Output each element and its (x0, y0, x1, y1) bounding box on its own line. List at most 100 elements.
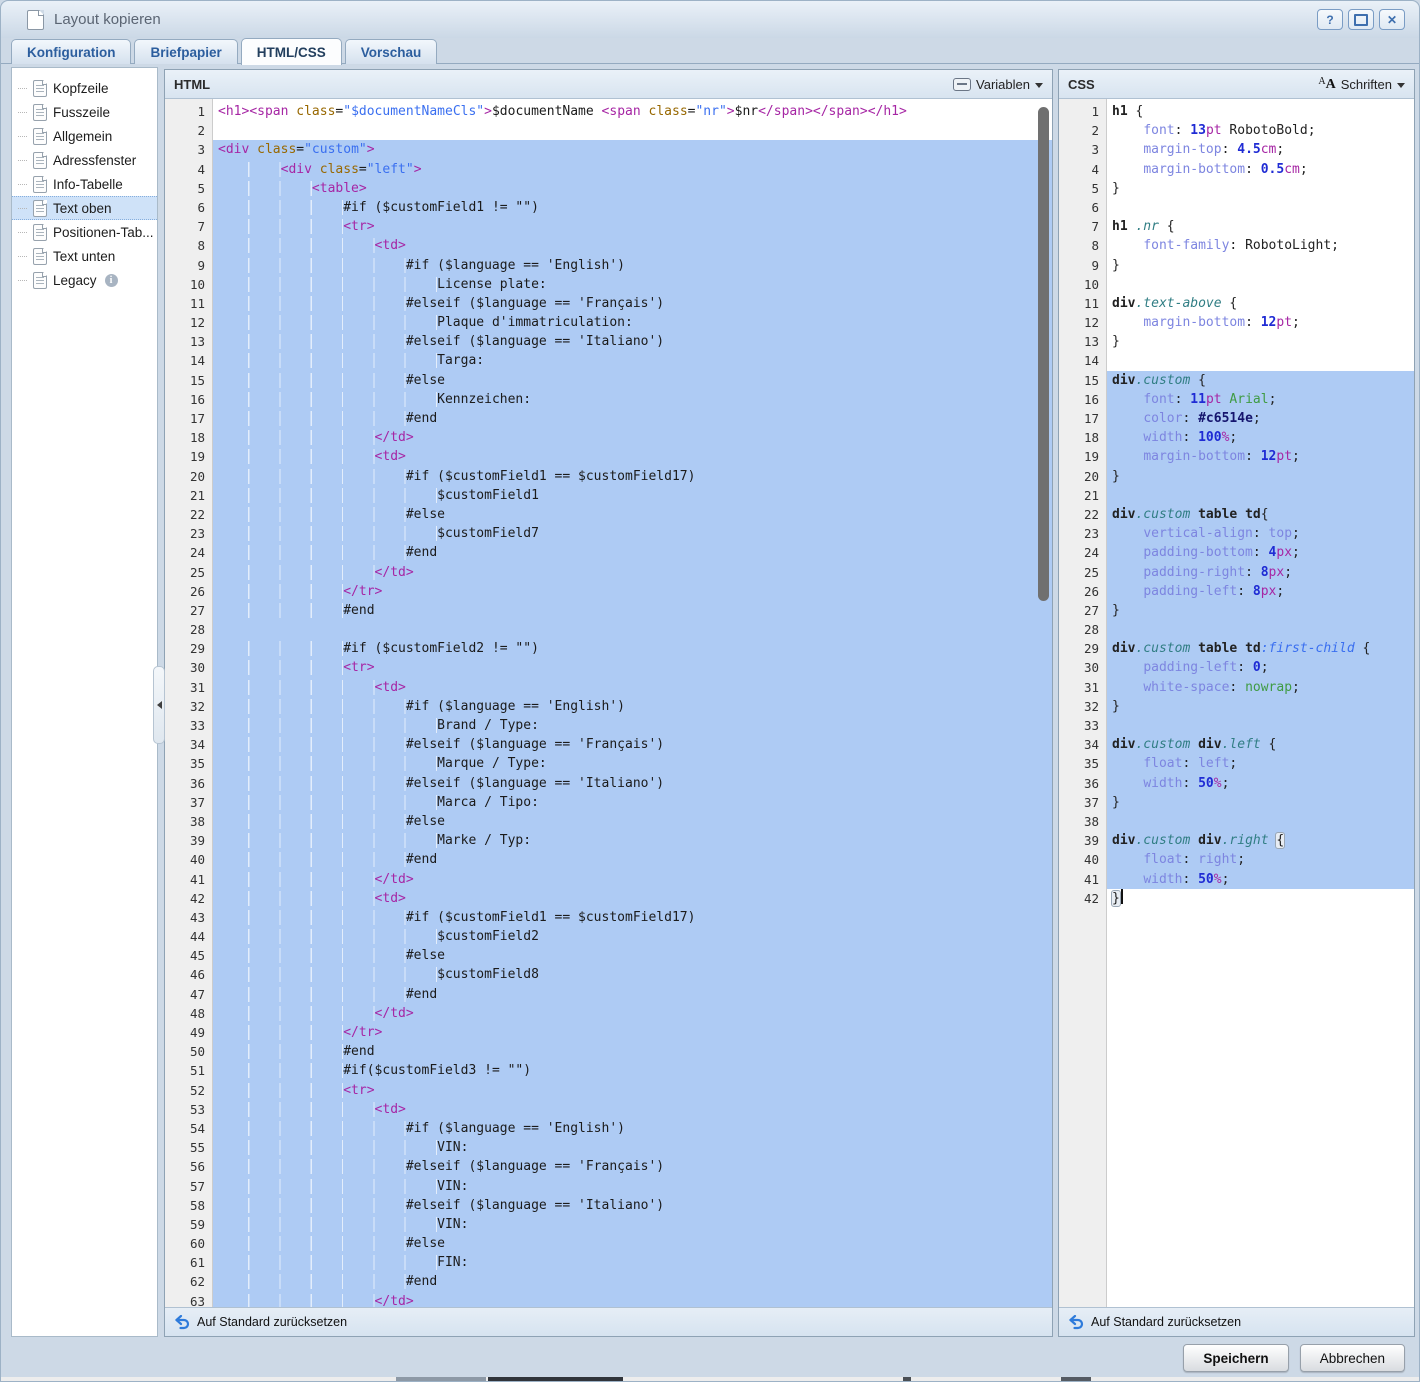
code-line[interactable]: #else (213, 505, 1052, 524)
tab-vorschau[interactable]: Vorschau (345, 39, 438, 64)
code-line[interactable]: margin-bottom: 12pt; (1107, 313, 1414, 332)
code-line[interactable]: float: right; (1107, 850, 1414, 869)
code-line[interactable]: } (1107, 467, 1414, 486)
code-line[interactable]: <tr> (213, 658, 1052, 677)
code-line[interactable]: color: #c6514e; (1107, 409, 1414, 428)
code-line[interactable]: } (1107, 697, 1414, 716)
code-line[interactable]: #end (213, 601, 1052, 620)
code-line[interactable] (213, 121, 1052, 140)
code-line[interactable]: $customField8 (213, 965, 1052, 984)
code-line[interactable]: margin-bottom: 0.5cm; (1107, 160, 1414, 179)
code-line[interactable]: <td> (213, 889, 1052, 908)
code-line[interactable]: #else (213, 946, 1052, 965)
variables-dropdown-button[interactable]: Variablen (953, 77, 1043, 92)
code-line[interactable]: div.custom table td:first-child { (1107, 639, 1414, 658)
code-line[interactable]: #if ($language == 'English') (213, 697, 1052, 716)
html-code-editor[interactable]: <h1><span class="$documentNameCls">$docu… (213, 99, 1052, 1307)
code-line[interactable]: width: 50%; (1107, 870, 1414, 889)
code-line[interactable]: #elseif ($language == 'Italiano') (213, 332, 1052, 351)
code-line[interactable]: } (1107, 793, 1414, 812)
code-line[interactable] (213, 620, 1052, 639)
sidebar-item-fusszeile[interactable]: Fusszeile (12, 100, 157, 124)
code-line[interactable]: <td> (213, 1100, 1052, 1119)
sidebar-item-text-oben[interactable]: Text oben (12, 196, 157, 220)
code-line[interactable]: <div class="custom"> (213, 140, 1052, 159)
code-line[interactable] (1107, 716, 1414, 735)
vertical-scrollbar-thumb[interactable] (1038, 107, 1049, 601)
code-line[interactable]: padding-left: 8px; (1107, 582, 1414, 601)
code-line[interactable]: </tr> (213, 582, 1052, 601)
code-line[interactable]: <table> (213, 179, 1052, 198)
save-button[interactable]: Speichern (1183, 1344, 1288, 1372)
code-line[interactable]: } (1107, 601, 1414, 620)
code-line[interactable]: padding-left: 0; (1107, 658, 1414, 677)
code-line[interactable]: FIN: (213, 1253, 1052, 1272)
code-line[interactable] (1107, 198, 1414, 217)
code-line[interactable]: #if($customField3 != "") (213, 1061, 1052, 1080)
code-line[interactable]: #else (213, 371, 1052, 390)
code-line[interactable]: h1 .nr { (1107, 217, 1414, 236)
code-line[interactable]: $customField1 (213, 486, 1052, 505)
code-line[interactable]: <div class="left"> (213, 160, 1052, 179)
code-line[interactable]: float: left; (1107, 754, 1414, 773)
code-line[interactable]: div.custom table td{ (1107, 505, 1414, 524)
code-line[interactable]: </td> (213, 1292, 1052, 1307)
help-button[interactable]: ? (1317, 9, 1343, 30)
css-reset-default-link[interactable]: Auf Standard zurücksetzen (1091, 1315, 1241, 1329)
code-line[interactable]: #if ($customField1 == $customField17) (213, 908, 1052, 927)
code-line[interactable]: #if ($customField2 != "") (213, 639, 1052, 658)
sidebar-item-adressfenster[interactable]: Adressfenster (12, 148, 157, 172)
code-line[interactable]: h1 { (1107, 102, 1414, 121)
code-line[interactable] (1107, 812, 1414, 831)
code-line[interactable]: </td> (213, 563, 1052, 582)
code-line[interactable]: VIN: (213, 1138, 1052, 1157)
code-line[interactable]: <td> (213, 236, 1052, 255)
code-line[interactable]: <td> (213, 678, 1052, 697)
tab-konfiguration[interactable]: Konfiguration (11, 39, 131, 64)
code-line[interactable]: margin-bottom: 12pt; (1107, 447, 1414, 466)
close-button[interactable]: ✕ (1379, 9, 1405, 30)
html-reset-default-link[interactable]: Auf Standard zurücksetzen (197, 1315, 347, 1329)
code-line[interactable]: padding-right: 8px; (1107, 563, 1414, 582)
code-line[interactable]: font: 13pt RobotoBold; (1107, 121, 1414, 140)
code-line[interactable]: <tr> (213, 217, 1052, 236)
code-line[interactable]: </td> (213, 428, 1052, 447)
code-line[interactable]: #else (213, 1234, 1052, 1253)
code-line[interactable]: div.custom div.left { (1107, 735, 1414, 754)
code-line[interactable]: #if ($language == 'English') (213, 256, 1052, 275)
sidebar-item-text-unten[interactable]: Text unten (12, 244, 157, 268)
code-line[interactable]: #else (213, 812, 1052, 831)
code-line[interactable]: VIN: (213, 1177, 1052, 1196)
tab-html-css[interactable]: HTML/CSS (241, 38, 342, 65)
sidebar-item-allgemein[interactable]: Allgemein (12, 124, 157, 148)
code-line[interactable]: } (1107, 332, 1414, 351)
code-line[interactable]: #elseif ($language == 'Français') (213, 1157, 1052, 1176)
code-line[interactable] (1107, 275, 1414, 294)
code-line[interactable]: font-family: RobotoLight; (1107, 236, 1414, 255)
code-line[interactable]: div.text-above { (1107, 294, 1414, 313)
code-line[interactable]: Marca / Tipo: (213, 793, 1052, 812)
code-line[interactable]: } (1107, 179, 1414, 198)
code-line[interactable]: $customField2 (213, 927, 1052, 946)
code-line[interactable]: Plaque d'immatriculation: (213, 313, 1052, 332)
code-line[interactable]: div.custom { (1107, 371, 1414, 390)
code-line[interactable]: div.custom div.right { (1107, 831, 1414, 850)
code-line[interactable]: #if ($customField1 != "") (213, 198, 1052, 217)
code-line[interactable]: $customField7 (213, 524, 1052, 543)
code-line[interactable]: #end (213, 1272, 1052, 1291)
code-line[interactable]: width: 100%; (1107, 428, 1414, 447)
code-line[interactable]: License plate: (213, 275, 1052, 294)
code-line[interactable]: white-space: nowrap; (1107, 678, 1414, 697)
maximize-button[interactable] (1348, 9, 1374, 30)
code-line[interactable]: } (1107, 256, 1414, 275)
code-line[interactable]: #elseif ($language == 'Italiano') (213, 1196, 1052, 1215)
sidebar-item-info-tabelle[interactable]: Info-Tabelle (12, 172, 157, 196)
code-line[interactable] (1107, 620, 1414, 639)
code-line[interactable]: <tr> (213, 1081, 1052, 1100)
code-line[interactable]: #end (213, 985, 1052, 1004)
code-line[interactable]: #end (213, 1042, 1052, 1061)
code-line[interactable]: <td> (213, 447, 1052, 466)
css-code-editor[interactable]: h1 { font: 13pt RobotoBold; margin-top: … (1107, 99, 1414, 1307)
code-line[interactable]: padding-bottom: 4px; (1107, 543, 1414, 562)
code-line[interactable]: <h1><span class="$documentNameCls">$docu… (213, 102, 1052, 121)
